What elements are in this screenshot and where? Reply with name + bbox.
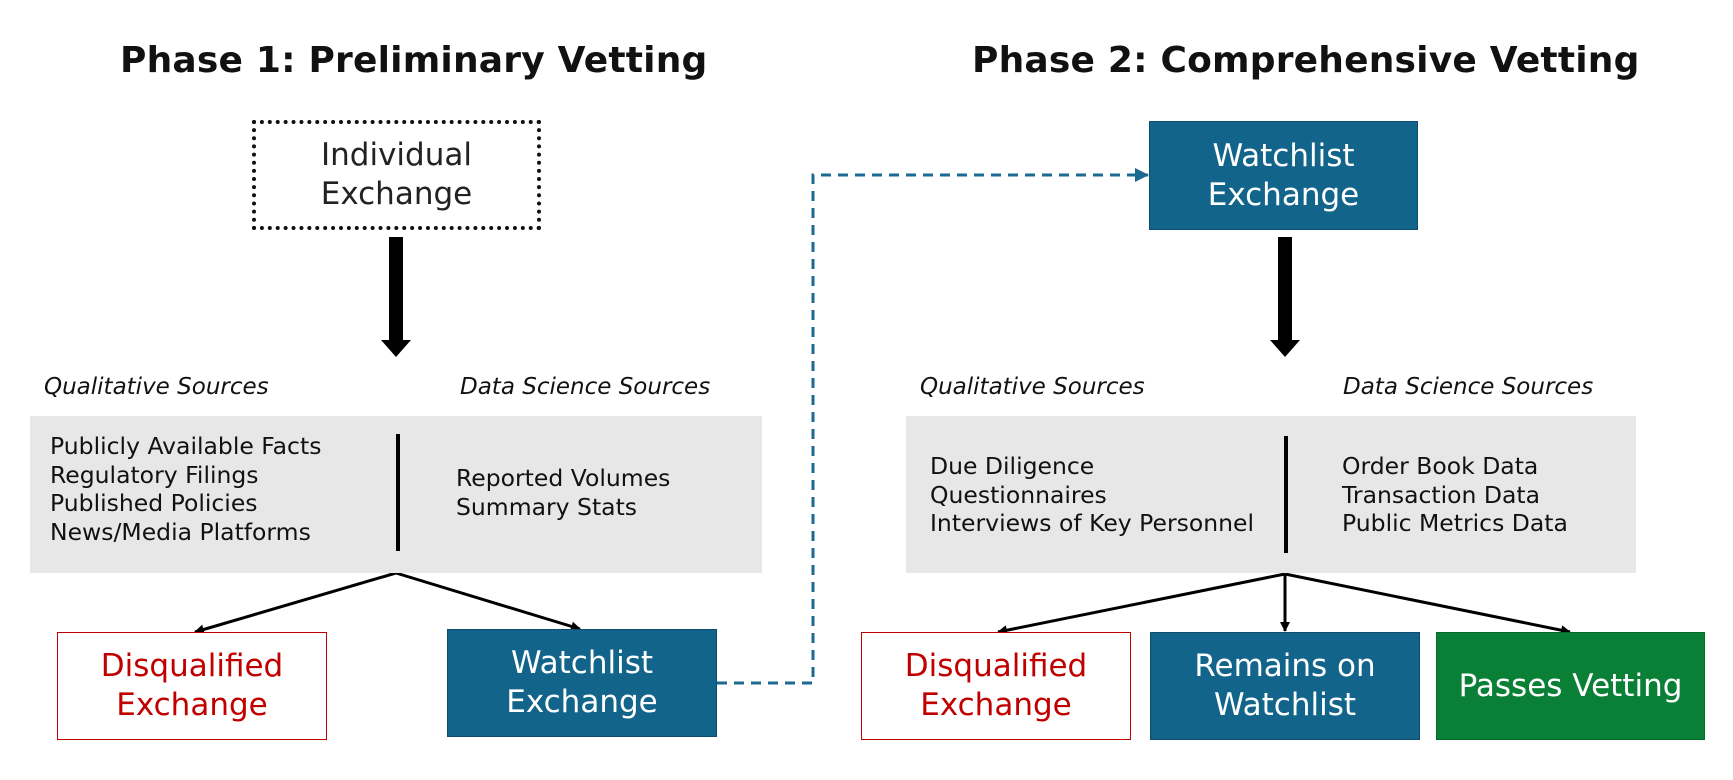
- dashed-watchlist-connector: [717, 168, 1149, 685]
- list-item: Interviews of Key Personnel: [930, 509, 1255, 537]
- phase1-start-line1: Individual: [321, 137, 472, 173]
- phase2-data-science-list: Order Book Data Transaction Data Public …: [1342, 452, 1568, 538]
- phase2-passes-label: Passes Vetting: [1458, 667, 1683, 704]
- phase1-disqualified-line1: Disqualified: [100, 648, 284, 684]
- phase2-start-line2: Exchange: [1207, 176, 1360, 213]
- phase2-disqualified-line2: Exchange: [920, 687, 1072, 723]
- phase2-passes-box: Passes Vetting: [1436, 632, 1705, 740]
- phase2-qualitative-list: Due Diligence Questionnaires Interviews …: [930, 452, 1254, 538]
- list-item: Regulatory Filings: [50, 460, 259, 489]
- phase1-data-science-label: Data Science Sources: [460, 374, 711, 400]
- list-item: Published Policies: [50, 489, 258, 517]
- phase2-remains-line2: Watchlist: [1213, 687, 1357, 723]
- list-item: Transaction Data: [1342, 480, 1541, 509]
- phase1-arrow-to-disqualified: [194, 571, 397, 635]
- phase2-title: Phase 2: Comprehensive Vetting: [972, 40, 1640, 81]
- phase2-arrow-to-passes: [1284, 572, 1571, 636]
- phase1-disqualified-line2: Exchange: [116, 687, 268, 723]
- phase2-watchlist-exchange-box: Watchlist Exchange: [1149, 121, 1418, 230]
- phase1-title: Phase 1: Preliminary Vetting: [120, 40, 708, 81]
- phase1-data-science-list: Reported Volumes Summary Stats: [456, 464, 670, 521]
- phase1-watchlist-line2: Exchange: [506, 684, 658, 720]
- phase1-individual-exchange-box: Individual Exchange: [252, 120, 541, 230]
- phase2-start-line1: Watchlist: [1212, 137, 1355, 174]
- list-item: News/Media Platforms: [50, 517, 311, 546]
- phase1-panel-divider: [396, 434, 400, 551]
- phase1-arrow-to-watchlist: [395, 571, 581, 632]
- phase2-remains-line1: Remains on: [1194, 648, 1376, 684]
- phase1-qualitative-list: Publicly Available Facts Regulatory Fili…: [50, 432, 321, 546]
- phase2-panel-divider: [1284, 436, 1288, 553]
- list-item: Due Diligence: [930, 452, 1095, 480]
- list-item: Questionnaires: [930, 480, 1107, 509]
- phase2-qualitative-label: Qualitative Sources: [920, 374, 1145, 400]
- phase2-down-arrow: [1270, 237, 1300, 357]
- phase1-start-line2: Exchange: [320, 176, 473, 212]
- list-item: Reported Volumes: [456, 464, 671, 492]
- list-item: Order Book Data: [1342, 452, 1539, 480]
- phase1-qualitative-label: Qualitative Sources: [44, 374, 269, 400]
- list-item: Summary Stats: [456, 492, 638, 521]
- phase2-disqualified-box: Disqualified Exchange: [861, 632, 1131, 740]
- phase1-watchlist-line1: Watchlist: [510, 645, 654, 681]
- phase2-remains-box: Remains on Watchlist: [1150, 632, 1420, 740]
- list-item: Publicly Available Facts: [50, 432, 322, 460]
- phase2-sources-panel: [906, 416, 1636, 573]
- phase1-down-arrow: [381, 237, 411, 357]
- list-item: Public Metrics Data: [1342, 509, 1568, 537]
- phase2-disqualified-line1: Disqualified: [904, 648, 1088, 684]
- phase1-disqualified-box: Disqualified Exchange: [57, 632, 327, 740]
- phase2-arrow-to-disqualified: [997, 572, 1286, 636]
- phase2-data-science-label: Data Science Sources: [1343, 374, 1594, 400]
- phase1-watchlist-box: Watchlist Exchange: [447, 629, 717, 737]
